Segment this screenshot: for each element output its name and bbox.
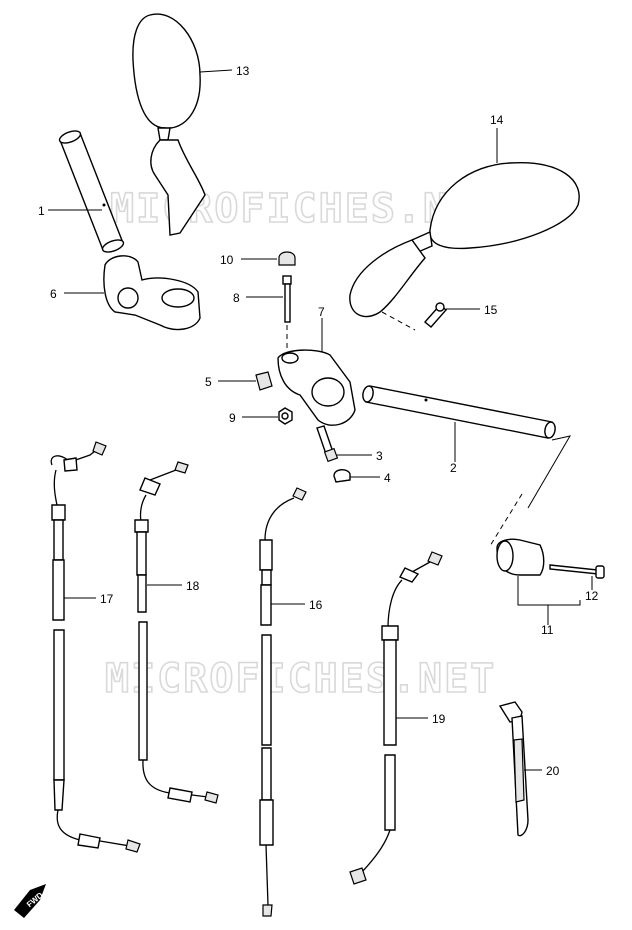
part-19-cable (349, 551, 443, 885)
callout-7: 7 (318, 305, 325, 319)
callout-9: 9 (229, 411, 236, 425)
part-4-cap (333, 469, 380, 483)
part-3-bolt (316, 425, 372, 463)
part-13-left-mirror (132, 13, 233, 236)
fwd-arrow-icon: FWD (14, 884, 46, 918)
part-8-bolt (246, 275, 292, 352)
callout-3: 3 (376, 449, 383, 463)
callout-labels: 13 14 1 10 6 8 15 7 5 9 3 2 4 18 12 17 1… (38, 64, 599, 778)
part-1-left-grip-tube (48, 130, 125, 253)
part-5-nut (218, 371, 273, 391)
part-17-throttle-cable (50, 441, 141, 853)
callout-13: 13 (236, 64, 250, 78)
part-16-clutch-cable (259, 487, 307, 917)
callout-17: 17 (100, 592, 114, 606)
part-2-right-handlebar (362, 385, 572, 547)
callout-1: 1 (38, 204, 45, 218)
callout-2: 2 (450, 461, 457, 475)
callout-11: 11 (541, 623, 554, 637)
part-11-bar-end-weight (496, 538, 581, 625)
callout-16: 16 (309, 598, 323, 612)
callout-18: 18 (186, 579, 200, 593)
callout-19: 19 (432, 712, 446, 726)
part-9-nut (242, 407, 293, 425)
part-15-bolt (423, 302, 480, 328)
part-7-right-clamp (277, 318, 356, 426)
part-18-throttle-cable (134, 461, 219, 804)
part-12-screw (549, 564, 605, 590)
part-10-cap (241, 251, 296, 266)
callout-20: 20 (546, 764, 560, 778)
callout-4: 4 (384, 471, 391, 485)
callout-8: 8 (233, 291, 240, 305)
part-6-left-clamp (64, 255, 201, 331)
callout-12: 12 (585, 589, 599, 603)
part-14-right-mirror (349, 128, 580, 331)
callout-10: 10 (220, 253, 234, 267)
callout-14: 14 (490, 113, 504, 127)
callout-6: 6 (50, 287, 57, 301)
watermark-bottom: MICROFICHES.NET (105, 656, 496, 702)
callout-15: 15 (484, 303, 498, 317)
part-20-cable-band (498, 701, 542, 837)
callout-5: 5 (205, 375, 212, 389)
